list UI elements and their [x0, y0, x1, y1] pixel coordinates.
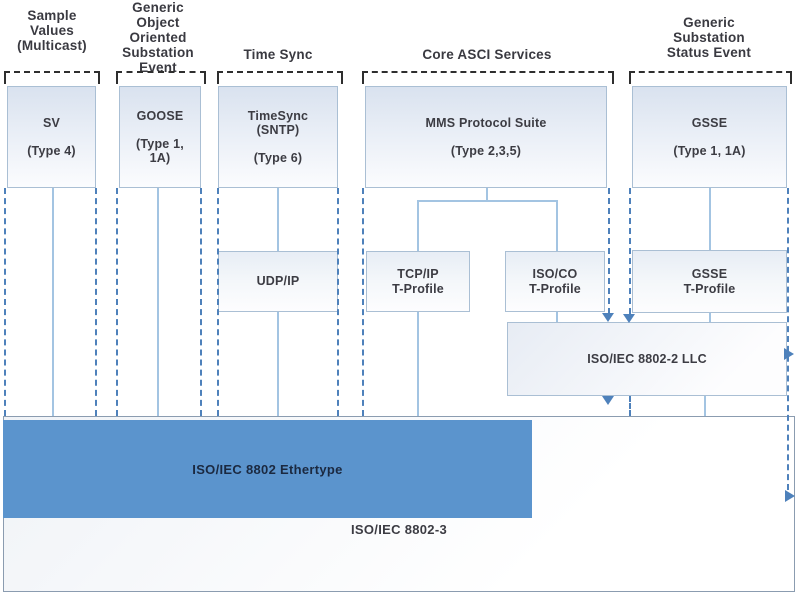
dashed-lane-goose-left [116, 188, 118, 416]
box-tcp-ip-tprofile: TCP/IP T-Profile [366, 251, 470, 312]
arrow-right-mac-edge [785, 490, 795, 502]
header-goose: Generic Object Oriented Substation Event [122, 0, 194, 75]
box-sv-name: SV [42, 116, 61, 130]
connector-tcp-down [417, 312, 419, 416]
connector-timesync-udp [277, 188, 279, 251]
connector-sv-down [52, 188, 54, 416]
box-gsse-name: GSSE [691, 116, 728, 130]
arrow-right-llc-edge [784, 348, 794, 360]
box-timesync: TimeSync (SNTP) (Type 6) [218, 86, 338, 188]
header-gsse: Generic Substation Status Event [666, 15, 752, 60]
box-mms: MMS Protocol Suite (Type 2,3,5) [365, 86, 607, 188]
dashed-lane-mms-right [608, 188, 610, 314]
arrow-down-llc-top-left [602, 313, 614, 322]
box-mms-type: (Type 2,3,5) [450, 144, 522, 158]
connector-isoco-llc [556, 312, 558, 322]
box-sv: SV (Type 4) [7, 86, 96, 188]
box-timesync-type: (Type 6) [253, 151, 303, 165]
dashed-lane-timesync-right [337, 188, 339, 416]
connector-gssetp-llc [709, 313, 711, 322]
box-llc: ISO/IEC 8802-2 LLC [507, 322, 787, 396]
box-8802-3-label: ISO/IEC 8802-3 [351, 522, 447, 537]
box-ethertype: ISO/IEC 8802 Ethertype [3, 420, 532, 518]
box-mms-name: MMS Protocol Suite [425, 116, 547, 130]
dashed-lane-goose-right [200, 188, 202, 416]
connector-udp-down [277, 312, 279, 416]
header-time-sync: Time Sync [243, 47, 313, 62]
connector-branch-tcp [417, 200, 419, 251]
dashed-lane-gsse-left-lower [629, 396, 631, 416]
dashed-lane-gsse-left [629, 188, 631, 314]
dashed-cap-goose [116, 71, 206, 84]
header-sample-values: Sample Values (Multicast) [17, 8, 87, 53]
box-goose-name: GOOSE [136, 109, 184, 123]
box-udp-ip: UDP/IP [218, 251, 338, 312]
box-gsse-type: (Type 1, 1A) [673, 144, 746, 158]
dashed-lane-mms-left [362, 188, 364, 416]
box-sv-type: (Type 4) [27, 144, 76, 158]
arrow-down-llc-bottom [602, 396, 614, 405]
connector-mms-branch [417, 200, 558, 202]
dashed-cap-timesync [217, 71, 343, 84]
box-gsse: GSSE (Type 1, 1A) [632, 86, 787, 188]
dashed-lane-timesync-left [217, 188, 219, 416]
box-gsse-tprofile: GSSE T-Profile [632, 250, 787, 313]
dashed-lane-sv-right [95, 188, 97, 416]
dashed-cap-mms [362, 71, 614, 84]
box-timesync-name: TimeSync (SNTP) [247, 109, 309, 137]
dashed-lane-sv-left [4, 188, 6, 416]
header-core-asci-services: Core ASCI Services [422, 47, 552, 62]
dashed-lane-gsse-right [787, 188, 789, 490]
connector-gsse-tprofile [709, 188, 711, 250]
box-goose-type: (Type 1, 1A) [136, 137, 184, 165]
box-goose: GOOSE (Type 1, 1A) [119, 86, 201, 188]
connector-branch-isoco [556, 200, 558, 251]
connector-mms-stub [486, 188, 488, 202]
dashed-cap-sv [4, 71, 100, 84]
dashed-cap-gsse [629, 71, 792, 84]
connector-llc-mac [704, 396, 706, 416]
connector-goose-down [157, 188, 159, 416]
box-iso-co-tprofile: ISO/CO T-Profile [505, 251, 605, 312]
arrow-down-llc-top-right [623, 314, 635, 323]
